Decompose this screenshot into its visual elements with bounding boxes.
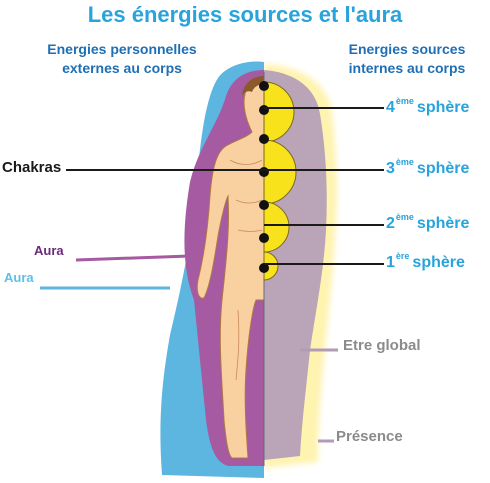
left-heading-line1: Energies personnelles: [47, 41, 197, 57]
left-heading-line2: externes au corps: [62, 60, 182, 76]
hair: [242, 76, 264, 96]
etre-global-label: Etre global: [343, 337, 421, 354]
left-heading: Energies personnelles externes au corps: [22, 40, 222, 78]
sphere-4-number: 4: [386, 99, 395, 116]
sphere-3: [263, 139, 297, 205]
right-heading: Energies sources internes au corps: [322, 40, 490, 78]
chakras-label: Chakras: [2, 159, 62, 176]
body-skin: [196, 77, 264, 459]
chakra-dot: [259, 134, 269, 144]
chakra-dot: [259, 263, 269, 273]
energy-spheres: [263, 81, 297, 281]
leader-aura-inner: [75, 254, 191, 262]
sphere-2-number: 2: [386, 215, 395, 232]
sphere-3-number: 3: [386, 160, 395, 177]
sphere-1-word: sphère: [412, 254, 465, 271]
right-heading-line2: internes au corps: [348, 60, 466, 76]
muscle-lines: [229, 159, 263, 381]
chakra-dot: [259, 105, 269, 115]
aura-outer-label: Aura: [4, 270, 34, 285]
sphere-1: [263, 251, 279, 281]
aura-inner-label: Aura: [34, 243, 64, 258]
chakra-dot: [259, 81, 269, 91]
sphere-1-number: 1: [386, 254, 395, 271]
sphere-2: [263, 201, 290, 253]
sphere-2-word: sphère: [416, 215, 470, 232]
sphere-1-ordinal: ère: [395, 251, 410, 261]
page-title: Les énergies sources et l'aura: [87, 2, 403, 27]
sphere-4-ordinal: ème: [395, 96, 414, 106]
right-heading-line1: Energies sources: [348, 41, 466, 57]
sphere-3-word: sphère: [416, 160, 470, 177]
presence-label: Présence: [336, 428, 403, 445]
chakra-dot: [259, 167, 269, 177]
sphere-leaders: [264, 107, 384, 265]
sphere-4-word: sphère: [416, 99, 470, 116]
body-figure: [196, 76, 264, 459]
sphere-3-ordinal: ème: [395, 157, 414, 167]
sphere-2-ordinal: ème: [395, 212, 414, 222]
chakra-dot: [259, 233, 269, 243]
chakra-dot: [259, 200, 269, 210]
